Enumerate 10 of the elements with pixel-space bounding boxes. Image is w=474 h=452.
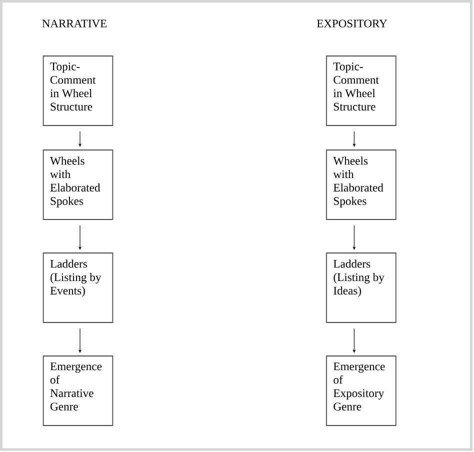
process-box: Emergence of Expository Genre xyxy=(326,356,396,426)
column-heading: NARRATIVE xyxy=(42,20,106,28)
process-box: Wheels with Elaborated Spokes xyxy=(326,150,396,220)
process-box: Ladders (Listing by Events) xyxy=(42,252,114,323)
process-box: Topic-Comment in Wheel Structure xyxy=(42,56,114,126)
column-heading: EXPOSITORY xyxy=(316,20,388,28)
process-box: Topic-Comment in Wheel Structure xyxy=(326,56,396,126)
process-box: Ladders (Listing by Ideas) xyxy=(326,252,396,323)
process-box: Wheels with Elaborated Spokes xyxy=(42,150,114,220)
process-box: Emergence of Narrative Genre xyxy=(42,356,114,426)
